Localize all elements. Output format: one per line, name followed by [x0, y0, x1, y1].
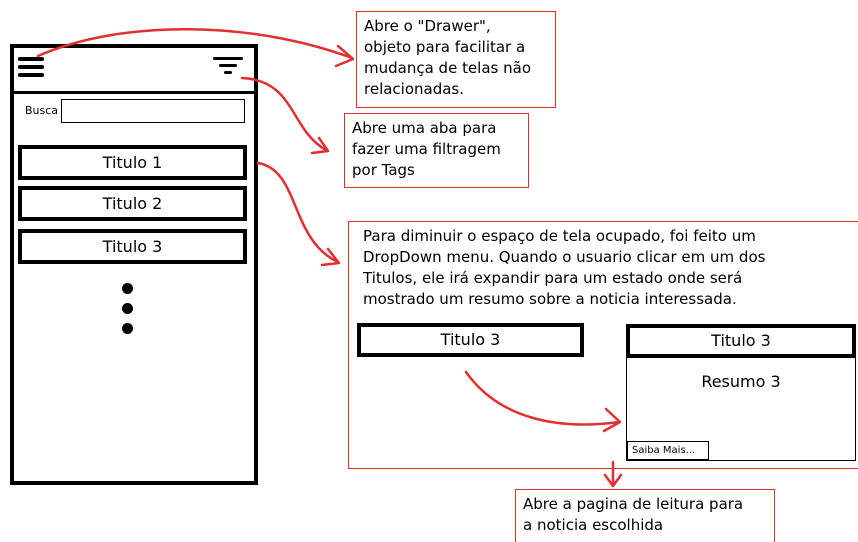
news-title-1-label: Titulo 1 — [102, 152, 163, 172]
annotation-line: mostrado um resumo sobre a noticia inter… — [363, 290, 737, 308]
annotation-line: Abre a pagina de leitura para — [523, 495, 744, 513]
search-input[interactable] — [61, 99, 245, 123]
news-title-3[interactable]: Titulo 3 — [18, 229, 247, 264]
arrowhead — [603, 473, 623, 488]
hamburger-menu-icon[interactable] — [18, 55, 48, 81]
filter-annotation: Abre uma aba para fazer uma filtragem po… — [344, 113, 529, 188]
annotation-line: Para diminuir o espaço de tela ocupado, … — [363, 227, 756, 245]
annotation-line: mudança de telas não — [364, 59, 531, 77]
summary-text: Resumo 3 — [701, 372, 781, 391]
reading-annotation: Abre a pagina de leitura para a noticia … — [515, 489, 775, 542]
arrow-title-to-dropdown — [256, 161, 340, 264]
arrowhead — [310, 136, 330, 155]
more-items-dot — [122, 283, 133, 294]
annotation-line: DropDown menu. Quando o usuario clicar e… — [363, 248, 766, 266]
news-title-1[interactable]: Titulo 1 — [18, 145, 247, 180]
search-label: Busca — [25, 104, 59, 117]
app-bar — [10, 44, 258, 94]
annotation-line: Abre o "Drawer", — [364, 17, 491, 35]
news-title-3-label: Titulo 3 — [102, 236, 163, 256]
filter-icon[interactable] — [212, 55, 246, 79]
more-items-dot — [122, 323, 133, 334]
annotation-line: a noticia escolhida — [523, 516, 664, 534]
news-title-2-label: Titulo 2 — [102, 193, 163, 213]
collapsed-title-example[interactable]: Titulo 3 — [357, 323, 584, 357]
annotation-line: Titulos, ele irá expandir para um estado… — [363, 269, 743, 287]
arrowhead — [334, 44, 355, 68]
saiba-mais-button[interactable]: Saiba Mais... — [627, 441, 709, 460]
annotation-line: objeto para facilitar a — [364, 38, 526, 56]
annotation-line: Abre uma aba para — [352, 119, 497, 137]
annotation-line: por Tags — [352, 161, 415, 179]
annotation-line: relacionadas. — [364, 80, 465, 98]
arrowhead — [320, 247, 341, 267]
news-title-2[interactable]: Titulo 2 — [18, 186, 247, 221]
annotation-line: fazer uma filtragem — [352, 140, 501, 158]
more-items-dot — [122, 303, 133, 314]
collapsed-title-label: Titulo 3 — [440, 330, 501, 349]
expanded-title-label: Titulo 3 — [711, 331, 771, 350]
drawer-annotation: Abre o "Drawer", objeto para facilitar a… — [356, 11, 556, 108]
expanded-title-example[interactable]: Titulo 3 — [626, 324, 856, 358]
